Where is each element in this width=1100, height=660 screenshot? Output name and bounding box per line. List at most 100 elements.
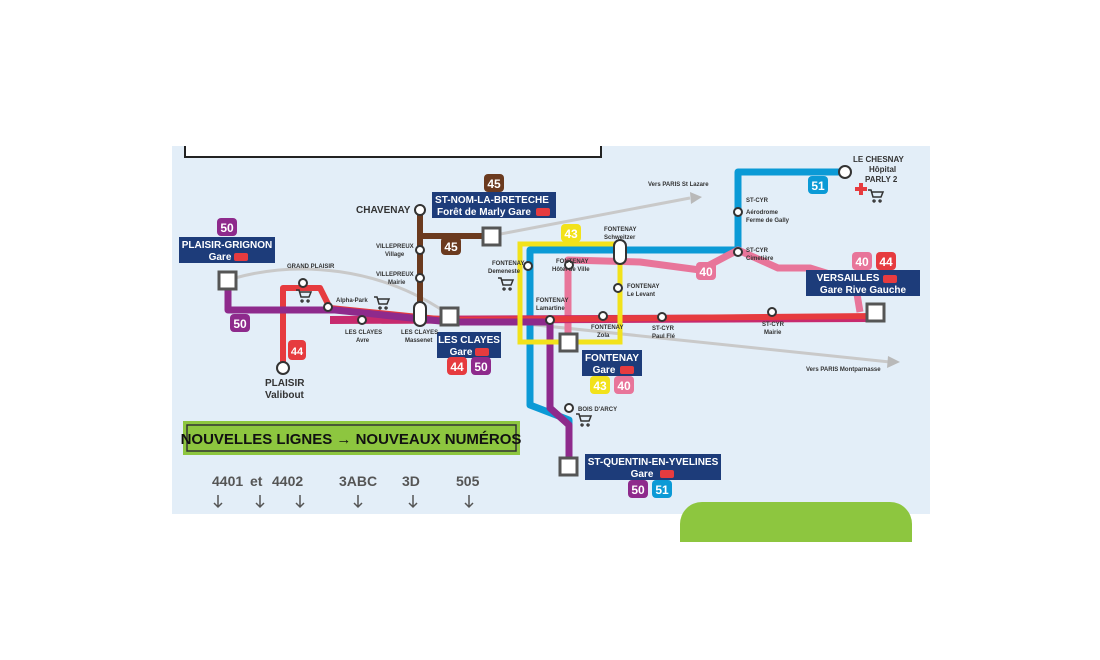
svg-text:51: 51 — [811, 179, 825, 193]
station-subname: Gare — [209, 252, 232, 263]
down-arrow-icon — [213, 495, 223, 509]
label-chavenay: CHAVENAY — [356, 205, 411, 216]
stop-plaisir-valibout[interactable] — [276, 361, 290, 375]
station-box-plaisir-grignon[interactable]: PLAISIR-GRIGNON Gare — [179, 237, 275, 263]
shopping-cart-icon — [374, 296, 391, 310]
station-subname: Gare — [450, 347, 473, 358]
badge-45: 45 — [484, 174, 504, 192]
stop-grand-plaisir[interactable] — [298, 278, 308, 288]
badge-51: 51 — [652, 480, 672, 498]
stop-alpha-park[interactable] — [323, 302, 333, 312]
shopping-cart-icon — [296, 289, 313, 303]
label-st-cyr-aerodrome: ST-CYR — [746, 198, 769, 204]
down-arrow-icon — [464, 495, 474, 509]
stop-fontenay-schweitzer[interactable] — [613, 239, 627, 265]
label-les-clayes-massenet: LES CLAYES — [401, 330, 438, 336]
stop-fontenay-lamartine[interactable] — [545, 315, 555, 325]
label-les-clayes-avre: LES CLAYES — [345, 330, 382, 336]
arrow-icon — [690, 192, 702, 204]
stop-les-clayes-massenet[interactable] — [413, 301, 427, 327]
station-box-st-nom[interactable]: ST-NOM-LA-BRETECHE Forêt de Marly Gare — [432, 192, 556, 218]
label-fontenay-zola: FONTENAY — [591, 325, 623, 331]
badge-50: 50 — [628, 480, 648, 498]
label-st-cyr-cimetiere: ST-CYR — [746, 248, 769, 254]
stop-fontenay-zola[interactable] — [598, 311, 608, 321]
hospital-cross-icon — [855, 183, 867, 195]
svg-text:50: 50 — [233, 317, 247, 331]
badge-40: 40 — [696, 262, 716, 280]
badge-44: 44 — [876, 252, 896, 270]
stop-les-clayes-avre[interactable] — [357, 315, 367, 325]
label-ferme-de-gally: Ferme de Gally — [746, 218, 790, 224]
station-box-versailles[interactable]: VERSAILLES Gare Rive Gauche — [806, 270, 920, 296]
station-box-fontenay[interactable]: FONTENAY Gare — [582, 350, 642, 376]
station-subname: Gare Rive Gauche — [820, 285, 907, 296]
label-vers-st-lazare: Vers PARIS St Lazare — [648, 182, 709, 188]
shopping-cart-icon — [576, 413, 593, 427]
station-subname: Gare — [593, 365, 616, 376]
stop-st-cyr-paul-fle[interactable] — [657, 312, 667, 322]
station-name: ST-QUENTIN-EN-YVELINES — [588, 457, 719, 468]
stop-le-chesnay[interactable] — [838, 165, 852, 179]
terminus-sqy[interactable] — [558, 456, 579, 477]
label-le-chesnay-hopital: Hôpital — [869, 165, 896, 174]
down-arrow-icon — [295, 495, 305, 509]
svg-text:50: 50 — [220, 221, 234, 235]
green-panel — [680, 502, 912, 542]
stop-villepreux-village[interactable] — [415, 245, 425, 255]
sncf-logo — [883, 275, 897, 283]
label-fontenay-hotel: FONTENAY — [556, 259, 588, 265]
badge-44: 44 — [447, 357, 467, 375]
banner-text: NOUVELLES LIGNES → NOUVEAUX NUMÉROS — [181, 431, 522, 448]
line-45 — [417, 210, 488, 310]
stop-fontenay-hotel-de-ville[interactable] — [564, 260, 574, 270]
badge-43: 43 — [590, 376, 610, 394]
label-fontenay-lamartine: FONTENAY — [536, 298, 568, 304]
label-fontenay-levant: FONTENAY — [627, 284, 659, 290]
svg-text:45: 45 — [444, 240, 458, 254]
direction-line-st-lazare — [489, 196, 691, 238]
stop-st-cyr-mairie[interactable] — [767, 307, 777, 317]
terminus-st-nom[interactable] — [481, 226, 502, 247]
old-number-4401: 4401 — [212, 473, 243, 489]
stop-chavenay[interactable] — [414, 204, 426, 216]
badge-50: 50 — [217, 218, 237, 236]
svg-text:40: 40 — [617, 379, 631, 393]
stop-fontenay-demeneste[interactable] — [523, 261, 533, 271]
badge-50: 50 — [230, 314, 250, 332]
label-le-levant: Le Levant — [627, 292, 655, 298]
terminus-plaisir-grignon[interactable] — [217, 270, 238, 291]
svg-text:40: 40 — [699, 265, 713, 279]
label-fontenay-schweitzer: FONTENAY — [604, 227, 636, 233]
stop-st-cyr-aerodrome[interactable] — [733, 207, 743, 217]
svg-text:51: 51 — [655, 483, 669, 497]
inset-frame — [184, 146, 602, 158]
badge-50: 50 — [471, 357, 491, 375]
stop-fontenay-le-levant[interactable] — [613, 283, 623, 293]
terminus-versailles[interactable] — [865, 302, 886, 323]
stop-st-cyr-cimetiere[interactable] — [733, 247, 743, 257]
sncf-logo — [536, 208, 550, 216]
new-lines-banner: NOUVELLES LIGNES → NOUVEAUX NUMÉROS — [181, 421, 522, 455]
terminus-fontenay[interactable] — [558, 332, 579, 353]
terminus-les-clayes[interactable] — [439, 306, 460, 327]
station-subname: Gare — [631, 469, 654, 480]
label-villepreux-mairie: VILLEPREUX — [376, 272, 414, 278]
old-number-et: et — [250, 473, 263, 489]
station-box-les-clayes[interactable]: LES CLAYES Gare — [437, 332, 501, 358]
station-box-sqy[interactable]: ST-QUENTIN-EN-YVELINES Gare — [585, 454, 721, 480]
line-50 — [224, 282, 573, 462]
label-demeneste: Demeneste — [488, 269, 521, 275]
label-massenet: Massenet — [405, 338, 432, 344]
stop-villepreux-mairie[interactable] — [415, 273, 425, 283]
svg-text:44: 44 — [879, 255, 893, 269]
sncf-logo — [234, 253, 248, 261]
stop-bois-darcy[interactable] — [564, 403, 574, 413]
label-grand-plaisir: GRAND PLAISIR — [287, 264, 335, 270]
old-number-4402: 4402 — [272, 473, 303, 489]
arrow-icon — [887, 356, 900, 368]
station-subname: Forêt de Marly Gare — [437, 207, 531, 218]
label-avre: Avre — [356, 338, 370, 344]
sncf-logo — [475, 348, 489, 356]
